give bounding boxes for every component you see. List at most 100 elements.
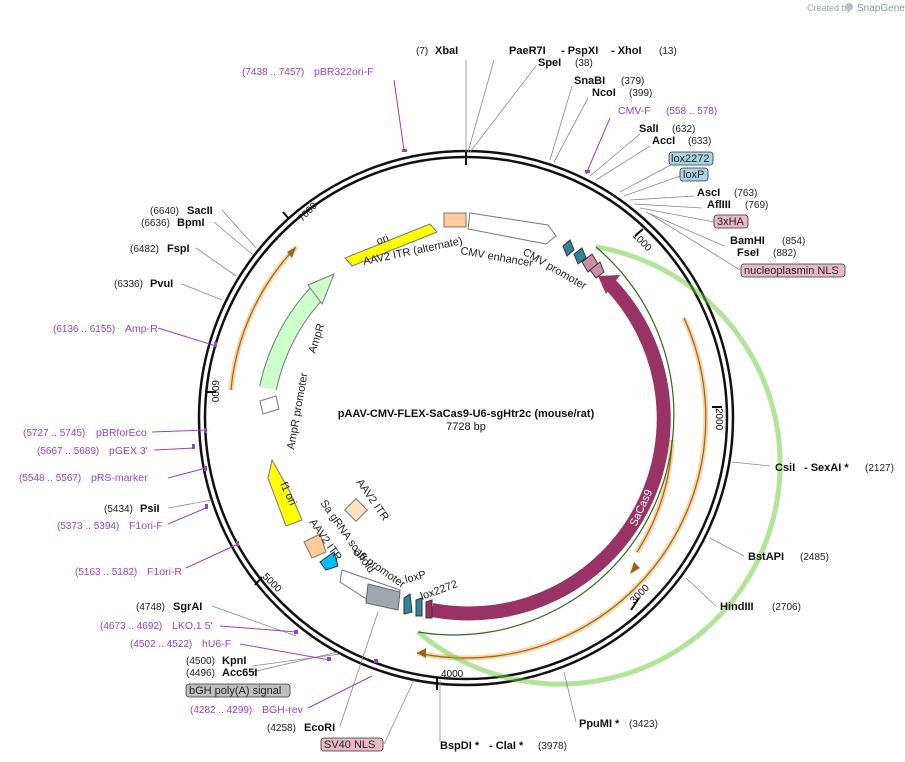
primer-range-amp-r: (6136 .. 6155) [53, 324, 115, 335]
enzyme-pos-psii: (5434) [104, 504, 133, 515]
enzyme-pos-acci: (633) [688, 136, 711, 147]
enzyme-pos-fspi: (6482) [130, 244, 159, 255]
tick-marks [205, 152, 722, 690]
enzyme-acc65i: Acc65I [222, 667, 257, 679]
enzyme-pos-asci: (763) [734, 188, 757, 199]
enzyme-pos-afliii: (769) [745, 200, 768, 211]
primer-prs-marker: pRS-marker [91, 472, 148, 484]
ampr-label: AmpR [306, 322, 327, 355]
box-nucleoplasmin-nls-label: nucleoplasmin NLS [744, 265, 839, 277]
primer-range-pbr322ori-f: (7438 .. 7457) [242, 67, 304, 78]
itr-alt-feature [443, 212, 467, 228]
orf-arc-left-arrow [287, 247, 296, 258]
enzyme-pos-kpni: (4500) [186, 656, 215, 667]
enzyme-sexai: - SexAI * [804, 462, 849, 474]
enzyme-pos-spei: (38) [575, 58, 593, 69]
enzyme-fsei: FseI [737, 247, 759, 259]
enzyme-ncoi: NcoI [592, 87, 616, 99]
box-loxp-label: loxP [683, 169, 704, 181]
enzyme-pos-bamhi: (854) [782, 236, 805, 247]
enzyme-pos-ppumi: (3423) [629, 719, 658, 730]
enzyme-kpni: KpnI [222, 655, 246, 667]
loxp-top-feature [573, 247, 587, 265]
cmv-enhancer-feature [467, 212, 557, 245]
enzyme-pos-fsei: (882) [773, 248, 796, 259]
primer-hu6-f: hU6-F [202, 638, 231, 650]
ori-label: ori [375, 232, 391, 247]
enzyme-pos-xhoi: (13) [659, 46, 677, 57]
nls-feature [589, 261, 605, 279]
box-lox2272 [668, 151, 714, 166]
orf-arc-right-arrow [417, 648, 426, 658]
enzyme-xbai: XbaI [435, 45, 458, 57]
enzyme-pspxi: - PspXI [561, 45, 598, 57]
ampr-promoter-label: AmpR promoter [285, 372, 310, 451]
enzyme-pos-sgrai: (4748) [136, 602, 165, 613]
lox2272-label: lox2272 [419, 578, 459, 602]
enzyme-afliii: AflIII [707, 199, 731, 211]
aav2-itr-2-feature [303, 533, 327, 559]
enzyme-ecori: EcoRI [304, 722, 335, 734]
primer-range-bgh-rev: (4282 .. 4299) [190, 705, 252, 716]
primer-range-prs-marker: (5548 .. 5567) [19, 473, 81, 484]
enzyme-bstapi: BstAPI [748, 551, 784, 563]
created-by-label: Created by [807, 3, 852, 13]
enzyme-bamhi: BamHI [730, 235, 765, 247]
primer-f1ori-r: F1ori-R [147, 566, 182, 578]
enzyme-hindiii: HindIII [720, 601, 754, 613]
green-orf-arc [416, 244, 783, 687]
primer-amp-r: Amp-R [125, 323, 158, 335]
primer-pbrforeco: pBRforEco [96, 427, 147, 439]
enzyme-pos-sexai: (2127) [865, 463, 894, 474]
enzyme-sali: SalI [639, 123, 659, 135]
loxp-label: loxP [404, 569, 428, 586]
enzyme-fspi: FspI [167, 243, 190, 255]
aav2-itr-feature [343, 497, 369, 523]
enzyme-bspdi: BspDI * [440, 740, 480, 752]
enzyme-pos-snabi: (379) [621, 76, 644, 87]
enzyme-snabi: SnaBI [574, 75, 605, 87]
snapgene-logo-icon [845, 3, 853, 11]
enzyme-pos-ncoi: (399) [629, 88, 652, 99]
enzyme-xhoi: - XhoI [611, 45, 642, 57]
f1ori-feature [267, 458, 303, 527]
orf-arc-right-line [416, 317, 707, 659]
enzyme-bpmi: BpmI [177, 217, 205, 229]
box-sv40-nls [320, 737, 384, 752]
primer-cmv-f: CMV-F [618, 105, 651, 117]
enzyme-csii: CsiI [775, 462, 795, 474]
ampr-promoter-feature [259, 395, 280, 415]
enzyme-sacii: SacII [187, 205, 213, 217]
plasmid-title: pAAV-CMV-FLEX-SaCas9-U6-sgHtr2c (mouse/r… [338, 408, 595, 420]
box-lox2272-label: lox2272 [671, 153, 710, 165]
sacas9-arrowhead [598, 275, 620, 294]
loxp-bottom-feature [403, 593, 413, 615]
primer-range-hu6-f: (4502 .. 4522) [130, 639, 192, 650]
enzyme-sgrai: SgrAI [173, 601, 202, 613]
lox2272-top-feature [562, 239, 575, 257]
primer-range-pbrforeco: (5727 .. 5745) [23, 428, 85, 439]
primer-lko1: LKO.1 5' [172, 620, 213, 632]
box-3xha [713, 214, 749, 229]
enzyme-pos-acc65i: (4496) [186, 668, 215, 679]
primer-range-pgex3: (5667 .. 5689) [37, 446, 99, 457]
primer-callouts [151, 79, 611, 709]
box-bgh-polya-label: bGH poly(A) signal [189, 685, 281, 697]
enzyme-pos-sacii: (6640) [150, 206, 179, 217]
primer-bgh-rev: BGH-rev [262, 704, 304, 716]
enzyme-paer7i: PaeR7I [509, 45, 546, 57]
tick-label-6000: 6000 [209, 380, 220, 403]
enzyme-pos-bstapi: (2485) [800, 552, 829, 563]
box-sv40-nls-label: SV40 NLS [324, 739, 375, 751]
primer-pgex3: pGEX 3' [109, 445, 148, 457]
primer-pbr322ori-f: pBR322ori-F [314, 66, 374, 78]
enzyme-pos-sali: (632) [672, 124, 695, 135]
enzyme-clai: - ClaI * [489, 740, 524, 752]
sacas9-feature [430, 277, 671, 621]
enzyme-asci: AscI [697, 187, 720, 199]
plasmid-length: 7728 bp [446, 421, 486, 433]
enzyme-spei: SpeI [538, 57, 561, 69]
sa-scaffold-feature [319, 551, 339, 571]
enzyme-pos-clai: (3978) [538, 741, 567, 752]
